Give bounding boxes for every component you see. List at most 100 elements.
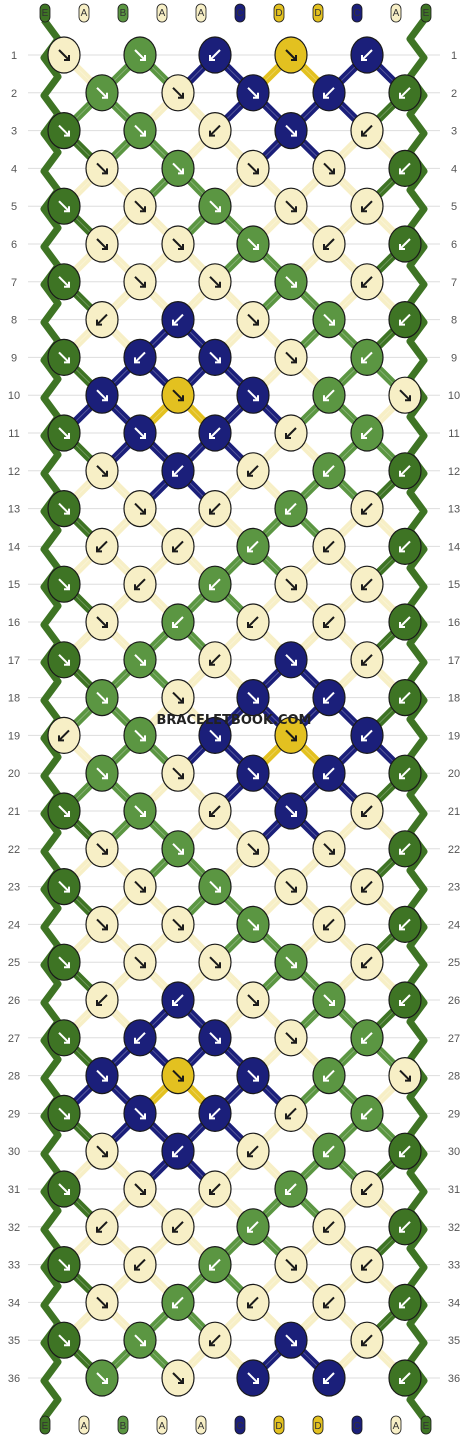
- knot: [236, 981, 270, 1019]
- knot-arrowhead-icon: [361, 1037, 367, 1044]
- knot-arrow-icon: [323, 1221, 335, 1233]
- knot-arrowhead-icon: [178, 1075, 184, 1082]
- strand-cap-top: [234, 3, 246, 23]
- knot-arrow-icon: [399, 767, 411, 779]
- knot: [85, 603, 119, 641]
- knot-arrow-icon: [209, 578, 221, 590]
- knot-arrowhead-icon: [64, 433, 70, 439]
- row-number-right: 30: [448, 1146, 460, 1158]
- knot-arrowhead-icon: [253, 697, 259, 704]
- knot-arrowhead-icon: [399, 1151, 405, 1158]
- knot: [85, 1359, 119, 1397]
- knot: [123, 1019, 157, 1057]
- knot-arrowhead-icon: [291, 1340, 297, 1347]
- knot: [388, 678, 422, 717]
- knot-arrowhead-icon: [253, 924, 259, 931]
- knot-arrow-icon: [285, 654, 297, 666]
- row-number-left: 2: [11, 88, 17, 100]
- knot-arrow-icon: [58, 805, 70, 817]
- knot-arrow-icon: [209, 805, 221, 817]
- knot-arrowhead-icon: [215, 962, 221, 969]
- knot-arrowhead-icon: [399, 470, 405, 477]
- knot: [85, 74, 119, 112]
- knot-arrow-icon: [58, 1032, 70, 1044]
- knot-arrow-icon: [209, 1107, 221, 1120]
- knot-arrowhead-icon: [102, 92, 108, 99]
- knot: [274, 36, 308, 74]
- knot-arrowhead-icon: [172, 1000, 178, 1006]
- knot-arrow-icon: [209, 200, 221, 212]
- knot-arrowhead-icon: [172, 1226, 178, 1233]
- knot-arrowhead-icon: [209, 659, 215, 666]
- knot-arrow-icon: [172, 1221, 184, 1233]
- knot-arrowhead-icon: [140, 1340, 146, 1347]
- knot-arrow-icon: [172, 918, 184, 931]
- knot-arrowhead-icon: [172, 622, 178, 628]
- knot: [161, 1208, 195, 1246]
- strand-label-top: A: [159, 8, 166, 19]
- knot: [123, 112, 157, 150]
- knot: [85, 1132, 119, 1170]
- knot-arrowhead-icon: [253, 1075, 259, 1082]
- knot: [236, 830, 270, 868]
- knot-arrowhead-icon: [209, 1340, 215, 1347]
- knot-arrow-icon: [134, 729, 146, 742]
- knot-arrow-icon: [134, 805, 146, 817]
- knot-arrowhead-icon: [253, 168, 259, 175]
- knot-arrow-icon: [172, 238, 184, 250]
- knot-arrowhead-icon: [323, 773, 329, 780]
- knot: [161, 74, 195, 112]
- knot-arrow-icon: [134, 578, 146, 590]
- knot-arrowhead-icon: [140, 962, 146, 969]
- knot: [198, 263, 232, 301]
- knot: [123, 565, 157, 603]
- knot-arrowhead-icon: [399, 1000, 405, 1006]
- knot-arrow-icon: [247, 465, 259, 477]
- strand-cap-bottom: [234, 1415, 246, 1435]
- knot-arrow-icon: [323, 691, 335, 704]
- knot-arrow-icon: [172, 465, 184, 477]
- row-number-right: 24: [448, 919, 460, 931]
- knot-arrow-icon: [58, 880, 70, 893]
- knot: [388, 74, 422, 112]
- knot-arrowhead-icon: [399, 546, 405, 553]
- knot-arrow-icon: [361, 805, 373, 817]
- knot-arrowhead-icon: [291, 584, 297, 591]
- knot: [274, 1321, 308, 1359]
- knot: [312, 527, 346, 566]
- knot: [47, 792, 81, 830]
- row-number-left: 19: [8, 730, 20, 742]
- knot-arrowhead-icon: [361, 508, 367, 515]
- strand-label-bottom: A: [159, 1421, 166, 1432]
- knot: [350, 792, 384, 830]
- strand-cap-bottom: [39, 1415, 51, 1435]
- knot-arrowhead-icon: [323, 244, 329, 250]
- knot-arrowhead-icon: [291, 1037, 297, 1044]
- knot-arrow-icon: [323, 1145, 335, 1157]
- knot: [274, 792, 308, 830]
- knot-arrow-icon: [134, 1032, 146, 1044]
- knot-arrowhead-icon: [64, 886, 70, 893]
- knot-arrow-icon: [399, 162, 411, 175]
- knot: [85, 830, 119, 868]
- knot: [274, 187, 308, 225]
- row-number-right: 22: [448, 844, 460, 856]
- knot-arrow-icon: [323, 238, 335, 250]
- knot-arrowhead-icon: [285, 433, 291, 439]
- row-number-left: 36: [8, 1373, 20, 1385]
- row-number-right: 33: [448, 1260, 460, 1272]
- knot: [123, 414, 157, 452]
- strand-label-top: D: [314, 8, 321, 19]
- strand-cap-bottom: [312, 1415, 324, 1435]
- knot-arrowhead-icon: [178, 1378, 184, 1384]
- strand-cap-bottom: [351, 1415, 363, 1435]
- knot-arrowhead-icon: [323, 546, 329, 553]
- knot-arrow-icon: [285, 1032, 297, 1044]
- knot-arrowhead-icon: [253, 773, 259, 780]
- knot-arrow-icon: [399, 691, 411, 704]
- knot-arrowhead-icon: [323, 1226, 329, 1233]
- knot: [198, 641, 232, 679]
- knot: [198, 1170, 232, 1208]
- knot: [47, 187, 81, 225]
